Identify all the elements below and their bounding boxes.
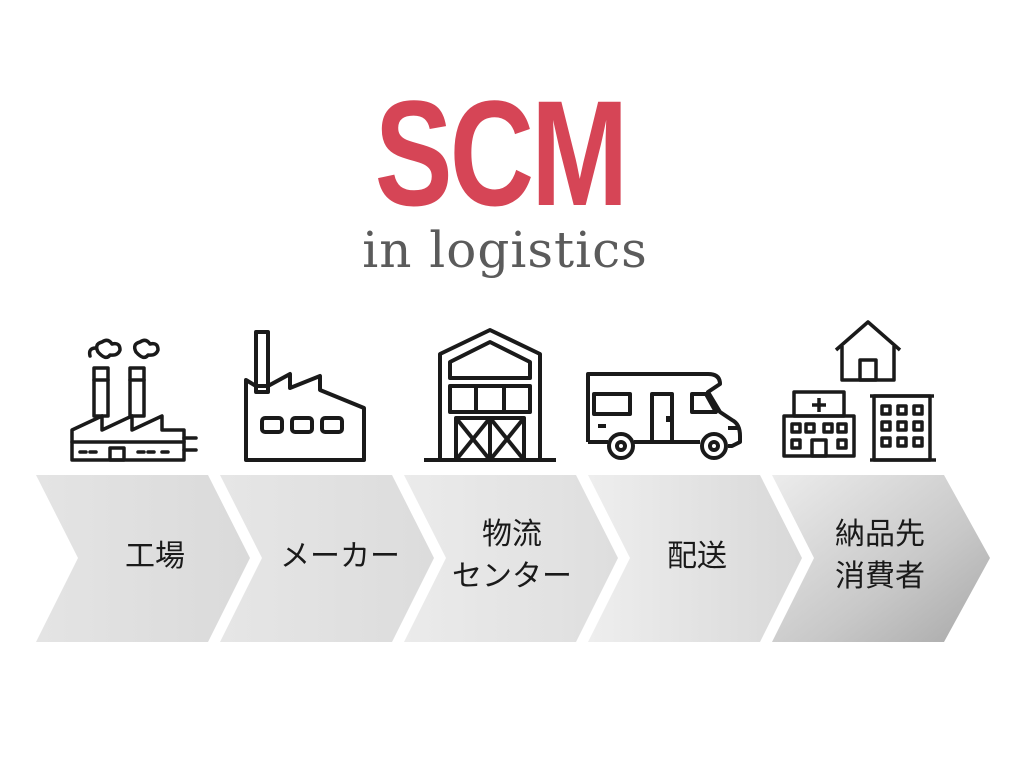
step-label-2: メーカー (280, 539, 400, 574)
delivery-truck-icon (586, 372, 742, 460)
step-label-1: 工場 (125, 539, 185, 574)
title-subtitle: in logistics (362, 221, 648, 279)
chevron-step-2 (220, 475, 434, 642)
warehouse-icon (424, 328, 556, 462)
step-label-3: 物流 センター (452, 517, 572, 594)
step-label-5: 納品先 消費者 (835, 517, 925, 594)
chevron-step-3 (404, 475, 618, 642)
destination-buildings-icon (782, 320, 936, 462)
title-main: SCM (374, 69, 629, 237)
manufacturer-factory-icon (244, 330, 366, 462)
chevron-step-4 (588, 475, 802, 642)
step-label-4: 配送 (667, 539, 727, 574)
chevron-step-1 (36, 475, 250, 642)
factory-smoke-icon (70, 338, 198, 462)
chevron-step-5 (772, 475, 990, 642)
